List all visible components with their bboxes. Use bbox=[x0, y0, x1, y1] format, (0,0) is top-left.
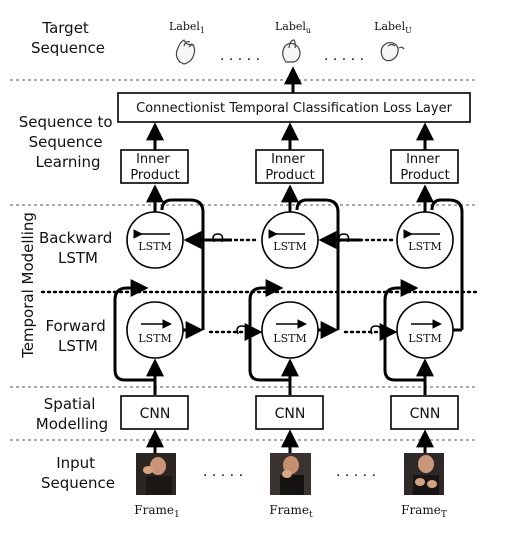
lstm-label: LSTM bbox=[138, 332, 171, 345]
label-1: Label1 bbox=[169, 20, 205, 35]
cnn-label: CNN bbox=[275, 406, 306, 422]
cnn-box bbox=[390, 395, 459, 430]
label-u: Labelu bbox=[275, 20, 311, 35]
recurrence-loop-icon bbox=[212, 233, 224, 243]
fwd-output-link bbox=[295, 198, 340, 330]
backward-lstm-cell bbox=[261, 211, 319, 269]
lstm-label: LSTM bbox=[408, 332, 441, 345]
column-1: Inner Product LSTM LSTM CNN bbox=[113, 122, 205, 455]
inner-product-label: Inner Product bbox=[130, 152, 179, 183]
row-label-temporal: Temporal Modelling bbox=[19, 212, 37, 359]
cnn-box bbox=[255, 395, 324, 430]
column-3: Inner Product LSTM LSTM CNN bbox=[383, 122, 464, 455]
row-label-target: Target Sequence bbox=[31, 19, 105, 57]
forward-lstm-cell bbox=[126, 301, 184, 359]
ctc-loss-layer bbox=[117, 92, 471, 123]
label-dots-right: . . . . . bbox=[324, 48, 364, 64]
hand-gesture-icon bbox=[282, 39, 301, 63]
backward-recurrence bbox=[183, 231, 394, 249]
hand-gesture-icon bbox=[380, 41, 405, 62]
row-label-seq2seq: Sequence to Sequence Learning bbox=[19, 113, 118, 171]
forward-recurrence bbox=[208, 323, 398, 341]
column-2: Inner Product LSTM LSTM CNN bbox=[248, 122, 340, 455]
frame-label-T: FrameT bbox=[401, 503, 447, 520]
cnn-to-bwd-link bbox=[113, 279, 155, 382]
frame-label-t: Framet bbox=[269, 503, 313, 520]
lstm-label: LSTM bbox=[138, 240, 171, 253]
frame-dots-right: . . . . . bbox=[336, 464, 376, 480]
label-U: LabelU bbox=[374, 20, 412, 35]
frame-image-1 bbox=[136, 453, 176, 495]
cnn-box bbox=[120, 395, 189, 430]
frame-label-1: Frame1 bbox=[134, 503, 179, 520]
inner-product-box bbox=[390, 149, 459, 184]
recurrence-loop-icon bbox=[338, 233, 350, 243]
cnn-label: CNN bbox=[410, 406, 441, 422]
forward-lstm-cell bbox=[261, 301, 319, 359]
fwd-output-link bbox=[160, 198, 205, 330]
inner-product-box bbox=[255, 149, 324, 184]
row-label-forward: Forward LSTM bbox=[45, 317, 110, 355]
inner-product-label: Inner Product bbox=[265, 152, 314, 183]
lstm-label: LSTM bbox=[273, 240, 306, 253]
backward-lstm-cell bbox=[126, 211, 184, 269]
inner-product-box bbox=[120, 149, 189, 184]
label-dots-left: . . . . . bbox=[220, 48, 260, 64]
row-label-backward: Backward LSTM bbox=[39, 229, 117, 267]
frame-image-T bbox=[404, 453, 444, 495]
fwd-output-link bbox=[430, 198, 464, 330]
inner-product-label: Inner Product bbox=[400, 152, 449, 183]
backward-lstm-cell bbox=[396, 211, 454, 269]
row-label-spatial: Spatial Modelling bbox=[36, 395, 108, 433]
row-label-input: Input Sequence bbox=[41, 454, 115, 492]
forward-lstm-cell bbox=[396, 301, 454, 359]
lstm-label: LSTM bbox=[273, 332, 306, 345]
cnn-label: CNN bbox=[140, 406, 171, 422]
frame-dots-left: . . . . . bbox=[203, 464, 243, 480]
ctc-loss-label: Connectionist Temporal Classification Lo… bbox=[136, 101, 453, 116]
hand-gesture-icon bbox=[175, 39, 196, 65]
frame-image-t bbox=[270, 453, 311, 495]
lstm-label: LSTM bbox=[408, 240, 441, 253]
